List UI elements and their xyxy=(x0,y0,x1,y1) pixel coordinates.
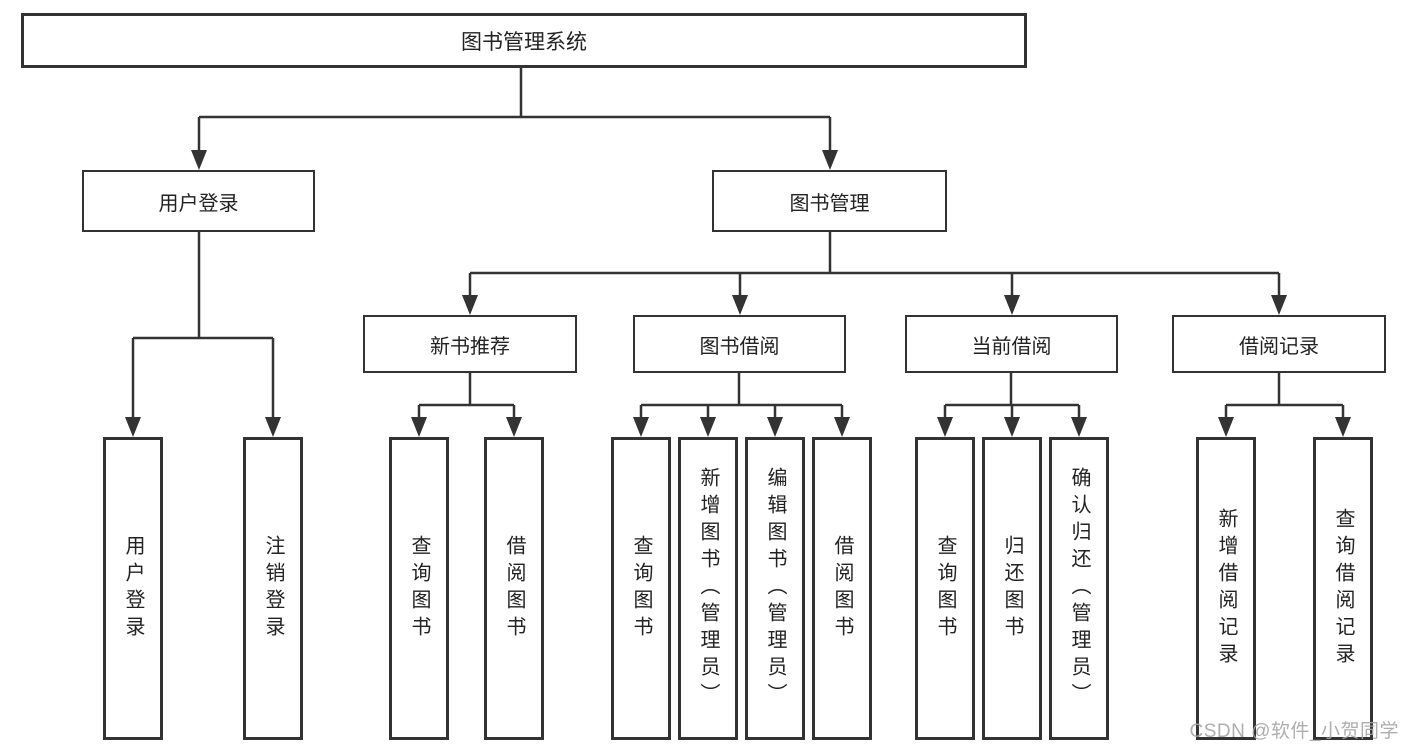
leaf-borrow-books-recommend: 借阅图书 xyxy=(484,437,544,740)
node-label: 借阅记录 xyxy=(1239,335,1319,358)
leaf-edit-books-admin: 编辑图书（管理员） xyxy=(745,437,805,740)
leaf-label: 用户登录 xyxy=(122,534,144,643)
node-user-login-module: 用户登录 xyxy=(82,170,315,232)
leaf-label: 新增借阅记录 xyxy=(1215,507,1237,670)
connector-current-to-leaves xyxy=(943,373,1081,419)
connector-records-to-leaves xyxy=(1224,373,1345,419)
node-root-system: 图书管理系统 xyxy=(21,13,1027,68)
leaf-query-books-recommend: 查询图书 xyxy=(389,437,449,740)
node-book-borrowing: 图书借阅 xyxy=(633,315,846,373)
leaf-label: 新增图书（管理员） xyxy=(697,467,719,710)
leaf-confirm-return-admin: 确认归还（管理员） xyxy=(1049,437,1109,740)
connector-paths xyxy=(131,68,1345,419)
arrowheads xyxy=(125,150,1351,437)
node-borrowing-records: 借阅记录 xyxy=(1172,315,1386,373)
leaf-user-login: 用户登录 xyxy=(103,437,163,740)
leaf-label: 查询图书 xyxy=(408,534,430,643)
leaf-label: 注销登录 xyxy=(262,534,284,643)
leaf-label: 查询借阅记录 xyxy=(1332,507,1354,670)
leaf-label: 编辑图书（管理员） xyxy=(764,467,786,710)
connector-root-to-level2 xyxy=(197,68,832,151)
connector-new-books-to-leaves xyxy=(417,373,516,419)
leaf-label: 查询图书 xyxy=(934,534,956,643)
leaf-label: 借阅图书 xyxy=(503,534,525,643)
connector-book-mgmt-to-level3 xyxy=(468,232,1281,297)
node-label: 新书推荐 xyxy=(430,335,510,358)
node-book-management-module: 图书管理 xyxy=(712,170,947,232)
leaf-label: 借阅图书 xyxy=(831,534,853,643)
leaf-label: 归还图书 xyxy=(1001,534,1023,643)
node-label: 图书借阅 xyxy=(699,335,780,358)
connector-user-login-to-leaves xyxy=(131,232,275,419)
node-root-label: 图书管理系统 xyxy=(461,30,587,54)
leaf-logout: 注销登录 xyxy=(243,437,303,740)
node-new-book-recommend: 新书推荐 xyxy=(363,315,577,373)
leaf-label: 确认归还（管理员） xyxy=(1068,467,1090,710)
node-label: 用户登录 xyxy=(158,192,239,215)
node-label: 图书管理 xyxy=(789,192,870,215)
leaf-add-books-admin: 新增图书（管理员） xyxy=(678,437,738,740)
leaf-borrow-books: 借阅图书 xyxy=(812,437,872,740)
leaf-query-books-current: 查询图书 xyxy=(915,437,975,740)
node-current-borrowing: 当前借阅 xyxy=(905,315,1118,373)
leaf-add-borrow-record: 新增借阅记录 xyxy=(1196,437,1256,740)
leaf-label: 查询图书 xyxy=(630,534,652,643)
leaf-return-books: 归还图书 xyxy=(982,437,1042,740)
node-label: 当前借阅 xyxy=(971,335,1052,358)
connector-borrow-to-leaves xyxy=(639,373,844,419)
leaf-query-borrow-record: 查询借阅记录 xyxy=(1313,437,1373,740)
watermark: CSDN @软件_小贺同学 xyxy=(1189,721,1399,742)
leaf-query-books-borrow: 查询图书 xyxy=(611,437,671,740)
